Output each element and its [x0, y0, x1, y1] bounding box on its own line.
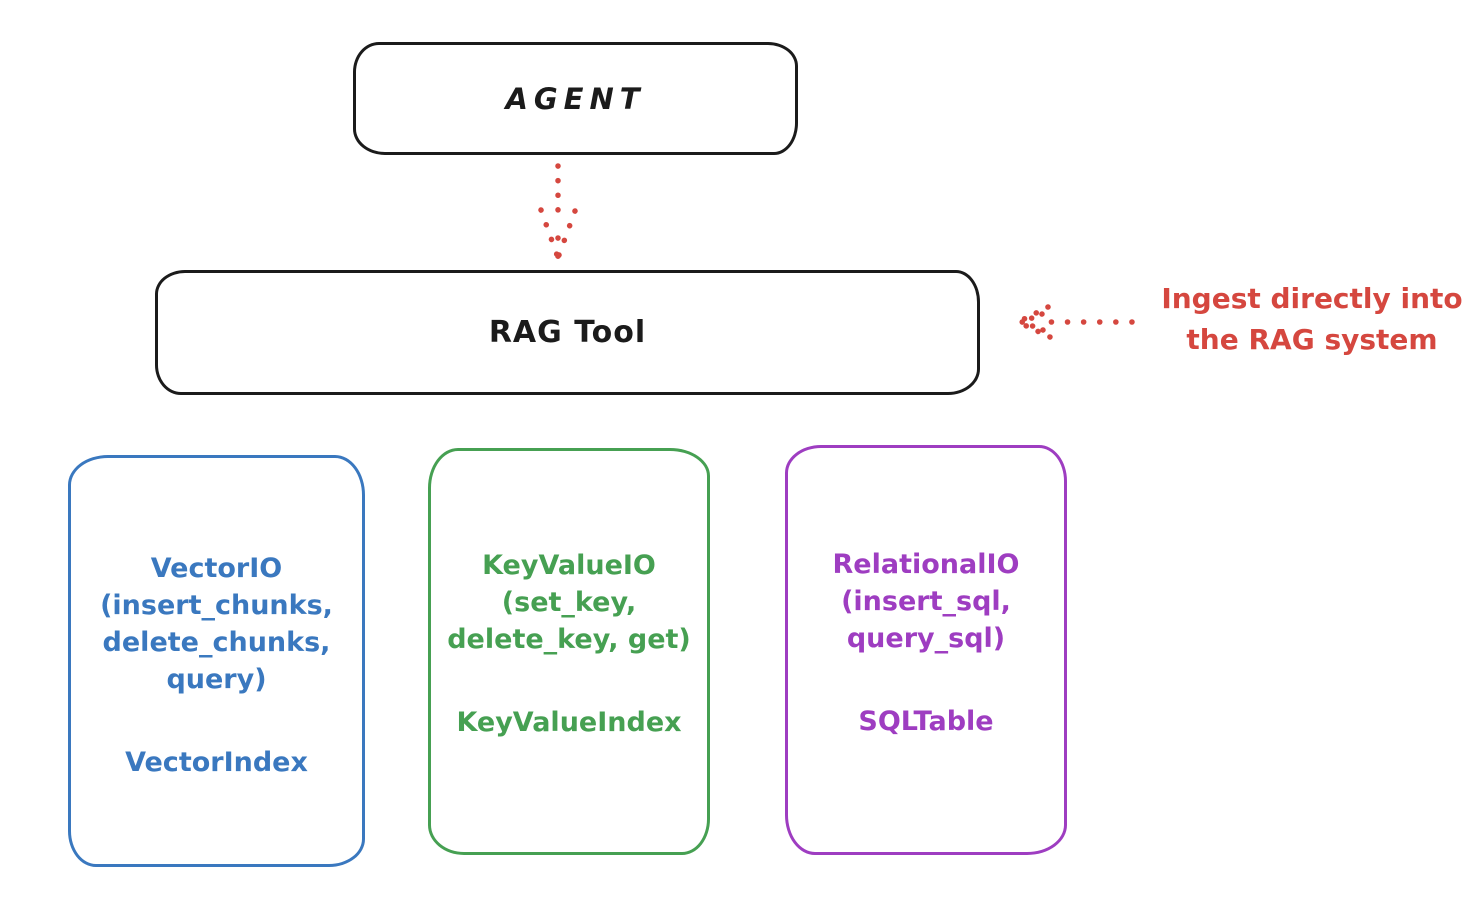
- keyvalue-index-label: KeyValueIndex: [456, 707, 682, 738]
- keyvalue-io-methods-line2: delete_key, get): [447, 624, 691, 655]
- vector-io-methods-line2: delete_chunks,: [102, 627, 331, 658]
- keyvalue-io-node: KeyValueIO (set_key, delete_key, get) Ke…: [428, 448, 710, 855]
- vector-io-methods-line3: query): [166, 664, 267, 695]
- keyvalue-io-title: KeyValueIO: [482, 550, 656, 581]
- relational-io-node: RelationalIO (insert_sql, query_sql) SQL…: [785, 445, 1067, 855]
- rag-tool-label: RAG Tool: [488, 315, 647, 350]
- vector-io-methods-line1: (insert_chunks,: [100, 590, 333, 621]
- vector-io-node: VectorIO (insert_chunks, delete_chunks, …: [68, 455, 365, 867]
- annotation-to-rag-arrow: [1017, 304, 1135, 340]
- ingest-annotation-line2: the RAG system: [1186, 323, 1438, 356]
- rag-tool-node: RAG Tool: [155, 270, 980, 395]
- relational-io-title: RelationalIO: [832, 549, 1020, 580]
- agent-label: AGENT: [505, 81, 646, 116]
- ingest-annotation: Ingest directly into the RAG system: [1140, 278, 1484, 360]
- vector-io-title: VectorIO: [150, 553, 283, 584]
- keyvalue-io-methods-line1: (set_key,: [501, 587, 637, 618]
- ingest-annotation-line1: Ingest directly into: [1161, 282, 1463, 315]
- relational-io-methods-line2: query_sql): [846, 623, 1006, 654]
- agent-to-rag-arrow: [538, 163, 578, 260]
- relational-io-methods-line1: (insert_sql,: [841, 586, 1011, 617]
- sql-table-label: SQLTable: [858, 706, 994, 737]
- agent-node: AGENT: [353, 42, 798, 155]
- vector-index-label: VectorIndex: [125, 747, 308, 778]
